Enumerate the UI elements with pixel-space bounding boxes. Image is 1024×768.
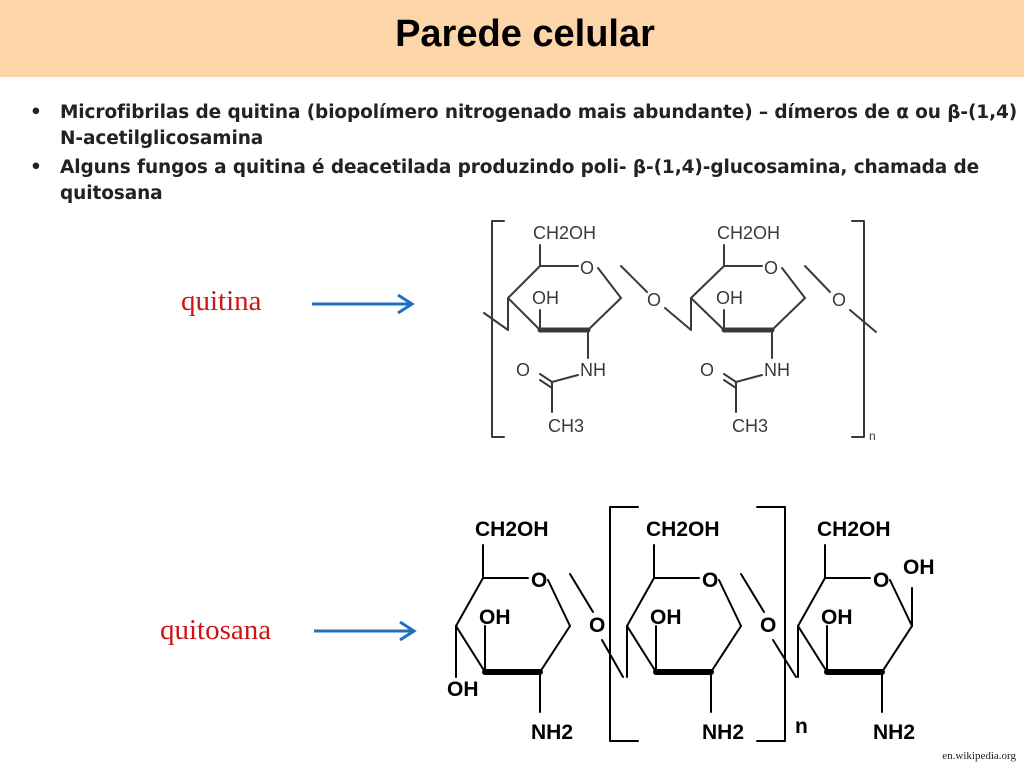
- chitosan-nh2-1: NH2: [531, 721, 573, 744]
- slide-title: Parede celular: [395, 13, 655, 55]
- chitin-nh-1: NH: [580, 360, 606, 380]
- chitin-oh-1: OH: [532, 288, 559, 308]
- chitosan-oh-left: OH: [447, 678, 479, 701]
- chitosan-arrow: [314, 620, 417, 642]
- beta-symbol: β: [632, 157, 646, 178]
- chitosan-ring-o-1: O: [531, 569, 547, 592]
- chitin-oh-2: OH: [716, 288, 743, 308]
- chitosan-ring-o-2: O: [702, 569, 718, 592]
- chitosan-ch2oh-2: CH2OH: [646, 518, 720, 541]
- chitosan-nh2-2: NH2: [702, 721, 744, 744]
- chitin-ch2oh-2: CH2OH: [717, 223, 780, 243]
- chitosan-ch2oh-1: CH2OH: [475, 518, 549, 541]
- chitosan-nh2-3: NH2: [873, 721, 915, 744]
- chitosan-oh-3: OH: [821, 606, 853, 629]
- chitin-end-o: O: [832, 290, 846, 310]
- chitosan-label: quitosana: [160, 614, 272, 646]
- beta-symbol: β: [947, 102, 961, 123]
- bullet-item: •Microfibrilas de quitina (biopolímero n…: [30, 102, 1018, 149]
- chitin-arrow: [312, 293, 415, 315]
- title-bar: [0, 0, 1024, 77]
- chitin-ch2oh-1: CH2OH: [533, 223, 596, 243]
- chitosan-n-subscript: n: [795, 715, 808, 738]
- chitin-n-subscript: n: [869, 429, 876, 443]
- bullet-list: •Microfibrilas de quitina (biopolímero n…: [30, 100, 1020, 210]
- bullet-marker: •: [30, 157, 42, 178]
- source-credit: en.wikipedia.org: [942, 750, 1016, 762]
- bullet-marker: •: [30, 102, 42, 123]
- chitosan-oh-1: OH: [479, 606, 511, 629]
- chitin-carbonyl-o-2: O: [700, 360, 714, 380]
- chitosan-link-o-2: O: [760, 614, 776, 637]
- chitin-link-o: O: [647, 290, 661, 310]
- chitin-ring-o-2: O: [764, 258, 778, 278]
- chitin-nh-2: NH: [764, 360, 790, 380]
- chitosan-ch2oh-3: CH2OH: [817, 518, 891, 541]
- chitosan-oh-right: OH: [903, 556, 935, 579]
- chitosan-oh-2: OH: [650, 606, 682, 629]
- chitin-ch3-2: CH3: [732, 416, 768, 436]
- chitin-carbonyl-o-1: O: [516, 360, 530, 380]
- chitin-ch3-1: CH3: [548, 416, 584, 436]
- alpha-symbol: α: [896, 102, 909, 123]
- chitin-ring-o-1: O: [580, 258, 594, 278]
- chitin-label: quitina: [181, 285, 262, 317]
- chitosan-link-o-1: O: [589, 614, 605, 637]
- chitosan-ring-o-3: O: [873, 569, 889, 592]
- bullet-item: •Alguns fungos a quitina é deacetilada p…: [30, 157, 980, 204]
